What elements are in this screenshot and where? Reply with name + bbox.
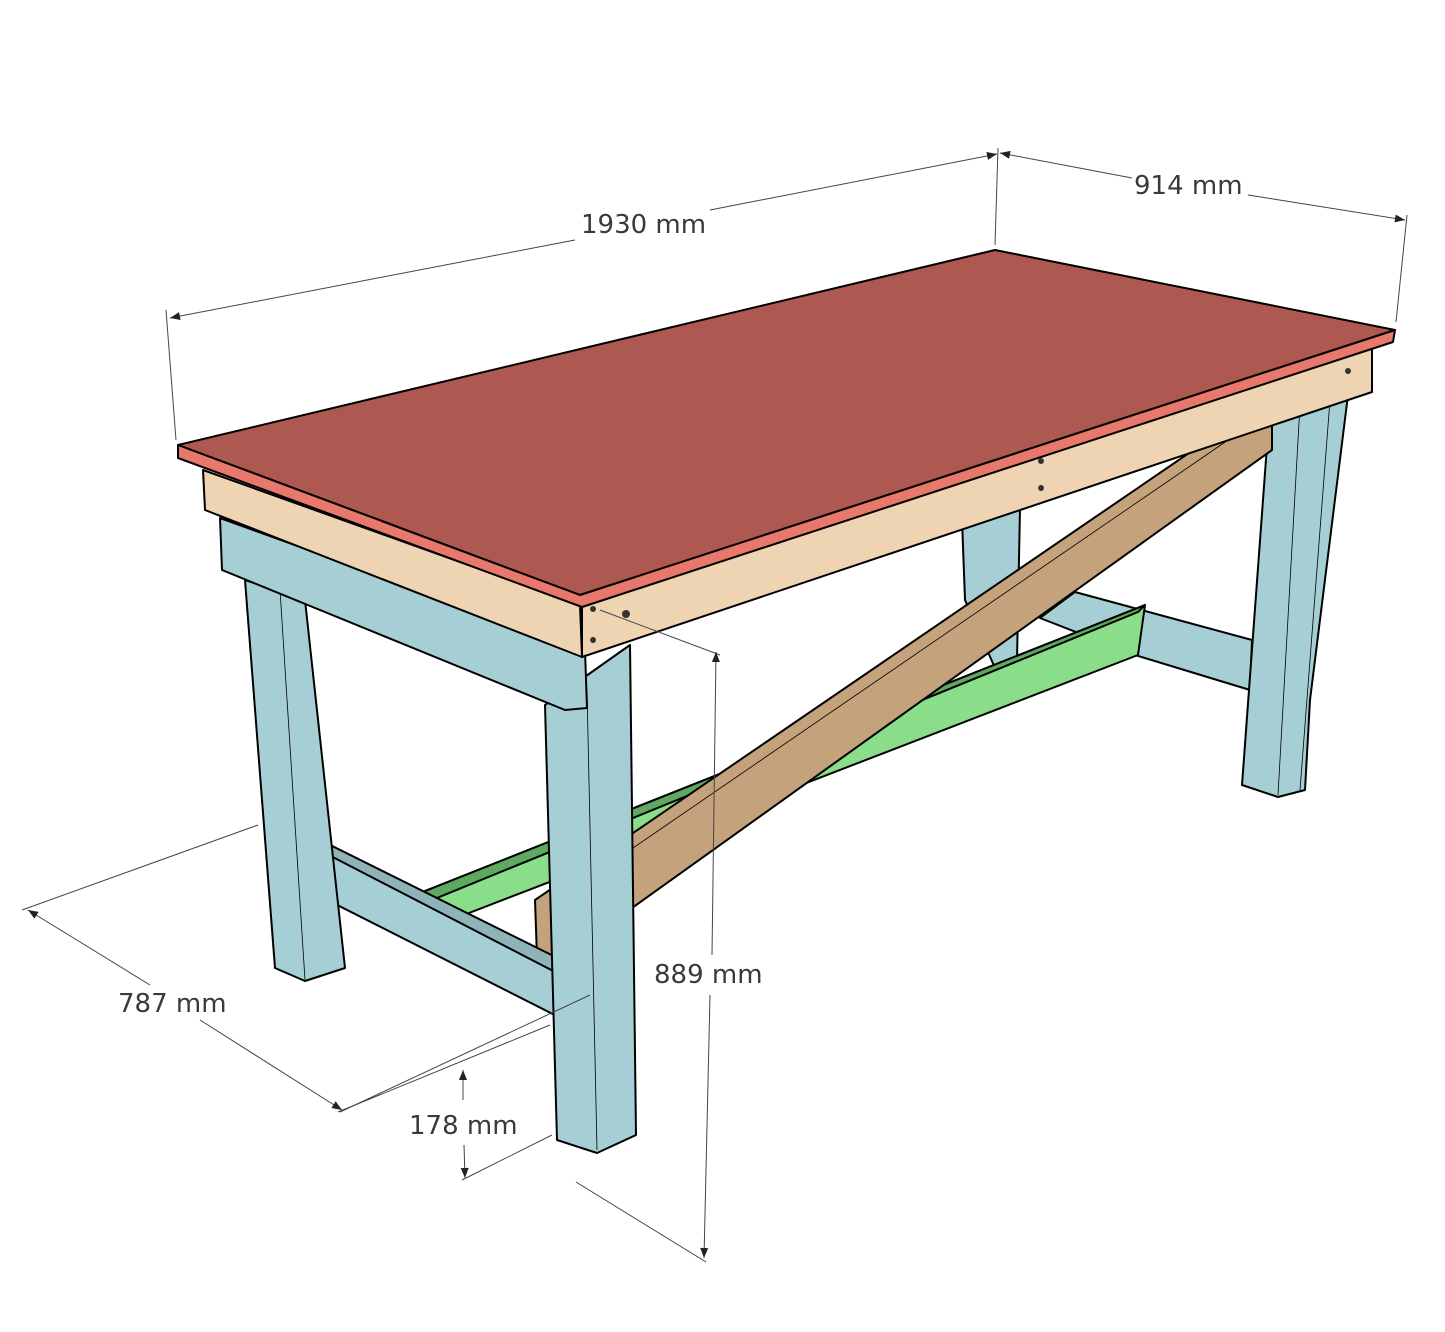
front-left-leg — [244, 579, 346, 982]
length-label: 1930 mm — [581, 210, 706, 240]
screws — [590, 368, 1351, 643]
leg-spacing-label: 787 mm — [118, 989, 227, 1019]
dimension-lines — [21, 147, 1408, 1263]
width-label: 914 mm — [1134, 171, 1243, 201]
stretcher-height-label: 178 mm — [409, 1111, 518, 1141]
height-label: 889 mm — [654, 960, 763, 990]
bench-top-edge — [177, 329, 1396, 608]
front-right-leg — [544, 644, 637, 1154]
